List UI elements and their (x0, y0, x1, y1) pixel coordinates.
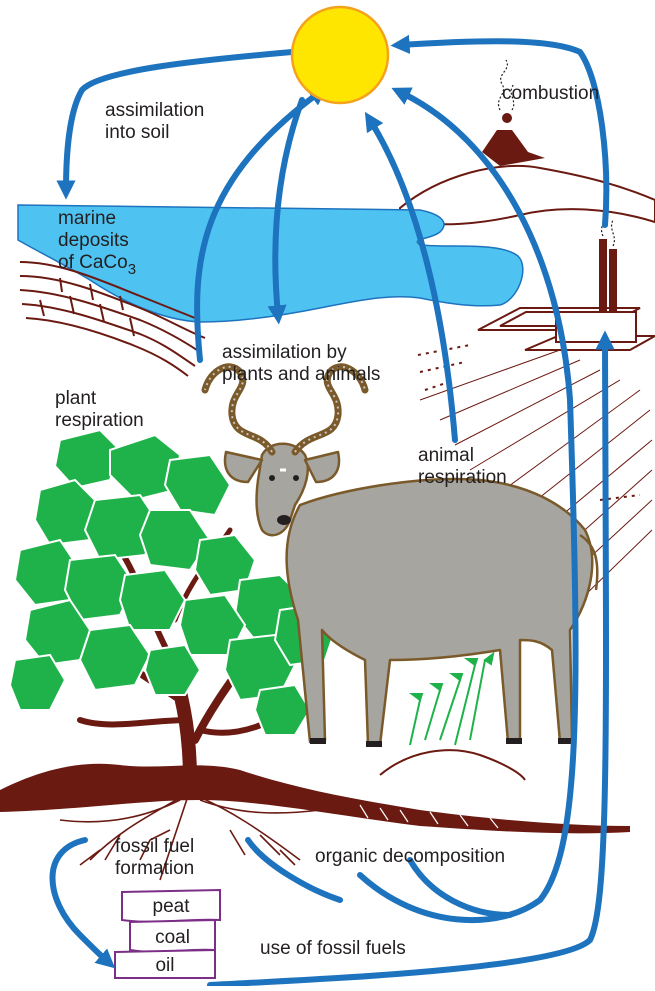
label-marine-1: marine (58, 208, 116, 230)
label-oil: oil (115, 956, 215, 976)
label-assimilation-soil-1: assimilation (105, 100, 204, 122)
label-assimilation-soil-2: into soil (105, 122, 169, 144)
label-organic-decomp: organic decomposition (315, 846, 505, 868)
label-assim-plants-1: assimilation by (222, 342, 347, 364)
label-coal: coal (130, 928, 215, 948)
kudu-hooves (310, 738, 574, 747)
volcano (482, 130, 545, 166)
ground (0, 764, 630, 834)
label-use-fossil: use of fossil fuels (260, 938, 406, 960)
label-marine-3-sub: 3 (128, 261, 136, 278)
volcano-puff (502, 113, 512, 123)
label-plant-resp-1: plant (55, 388, 96, 410)
label-plant-resp-2: respiration (55, 410, 144, 432)
label-peat: peat (122, 897, 220, 917)
label-animal-resp-2: respiration (418, 467, 507, 489)
sun-icon (292, 7, 388, 103)
label-marine-2: deposits (58, 230, 129, 252)
arrow-decomp-curve1 (410, 860, 510, 915)
arrow-fossil-formation (53, 840, 109, 962)
label-marine-3: of CaCo3 (58, 252, 136, 274)
label-fossil-form-2: formation (115, 858, 194, 880)
label-combustion: combustion (502, 83, 599, 105)
label-assim-plants-2: plants and animals (222, 364, 380, 386)
label-marine-3-main: of CaCo (58, 252, 128, 273)
label-fossil-form-1: fossil fuel (115, 836, 194, 858)
grass-mound (380, 750, 525, 780)
grass-sprout (410, 654, 493, 745)
label-animal-resp-1: animal (418, 445, 474, 467)
